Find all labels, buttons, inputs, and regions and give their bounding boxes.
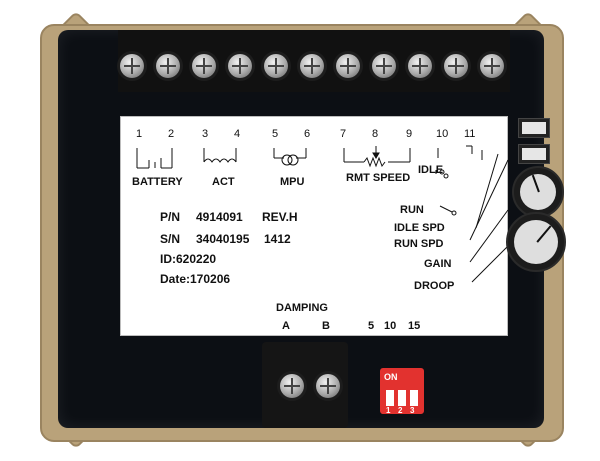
run-label: RUN <box>400 204 424 216</box>
terminal-number: 8 <box>372 128 379 140</box>
idle-spd-trim-pot[interactable] <box>518 118 550 138</box>
idle-label: IDLE <box>418 164 444 176</box>
terminal-number: 6 <box>304 128 311 140</box>
terminal-number: 2 <box>168 128 175 140</box>
sn-value: 34040195 <box>196 232 250 246</box>
damping-b-screw-icon[interactable] <box>316 374 340 398</box>
terminal-number: 4 <box>234 128 241 140</box>
terminal-number: 7 <box>340 128 347 140</box>
mpu-sensor-icon <box>273 148 307 166</box>
damping-b-label: B <box>322 320 330 332</box>
run-spd-label: RUN SPD <box>394 238 444 250</box>
damping-title: DAMPING <box>276 302 328 314</box>
terminal-screw-icon[interactable] <box>336 54 360 78</box>
terminal-number: 11 <box>464 128 476 140</box>
terminal-screw-icon[interactable] <box>192 54 216 78</box>
date-code: Date:170206 <box>160 272 231 286</box>
dip-label-3: 3 <box>410 406 415 415</box>
rmt-speed-potentiometer-icon <box>343 146 411 168</box>
damping-a-label: A <box>282 320 290 332</box>
terminal-number: 9 <box>406 128 413 140</box>
act-label: ACT <box>212 176 235 188</box>
terminal-number: 5 <box>272 128 279 140</box>
revision: REV.H <box>262 210 298 224</box>
mpu-label: MPU <box>280 176 305 188</box>
dip-switch-2[interactable] <box>398 390 406 406</box>
dip-label-1: 1 <box>386 406 391 415</box>
wiring-diagram <box>136 145 473 175</box>
dip-switch-1[interactable] <box>386 390 394 406</box>
actuator-coil-icon <box>203 148 237 163</box>
dip-on-label: ON <box>384 372 398 382</box>
dip-5-label: 5 <box>368 320 375 332</box>
dip-15-label: 15 <box>408 320 421 332</box>
rmt-speed-label: RMT SPEED <box>346 172 411 184</box>
terminal-screw-icon[interactable] <box>300 54 324 78</box>
terminal-screw-icon[interactable] <box>480 54 504 78</box>
sn-label: S/N <box>160 232 181 246</box>
droop-dial[interactable] <box>506 212 566 272</box>
gain-dial[interactable] <box>512 166 564 218</box>
dip-10-label: 10 <box>384 320 397 332</box>
damping-a-screw-icon[interactable] <box>280 374 304 398</box>
droop-label: DROOP <box>414 280 455 292</box>
pn-label: P/N <box>160 210 181 224</box>
adjustment-leader-lines <box>435 150 509 283</box>
run-spd-trim-pot[interactable] <box>518 144 550 164</box>
battery-label: BATTERY <box>132 176 183 188</box>
terminal-screw-icon[interactable] <box>408 54 432 78</box>
terminal-screw-icon[interactable] <box>156 54 180 78</box>
terminal-screw-icon[interactable] <box>120 54 144 78</box>
terminal-number: 10 <box>436 128 449 140</box>
gain-label: GAIN <box>424 258 452 270</box>
pn-value: 4914091 <box>196 210 243 224</box>
dip-label-2: 2 <box>398 406 403 415</box>
terminal-screw-icon[interactable] <box>228 54 252 78</box>
id-number: ID:620220 <box>160 252 217 266</box>
dip-switch[interactable]: ON 1 2 3 <box>380 368 424 415</box>
terminal-screw-icon[interactable] <box>444 54 468 78</box>
dip-switch-3[interactable] <box>410 390 418 406</box>
sn-extra: 1412 <box>264 232 291 246</box>
battery-symbol-icon <box>136 148 173 169</box>
terminal-number: 1 <box>136 128 143 140</box>
terminal-screw-icon[interactable] <box>264 54 288 78</box>
terminal-screw-icon[interactable] <box>372 54 396 78</box>
terminal-number: 3 <box>202 128 209 140</box>
idle-spd-label: IDLE SPD <box>394 222 445 234</box>
product-label <box>120 116 508 336</box>
idle-run-switch-icon <box>437 145 473 175</box>
